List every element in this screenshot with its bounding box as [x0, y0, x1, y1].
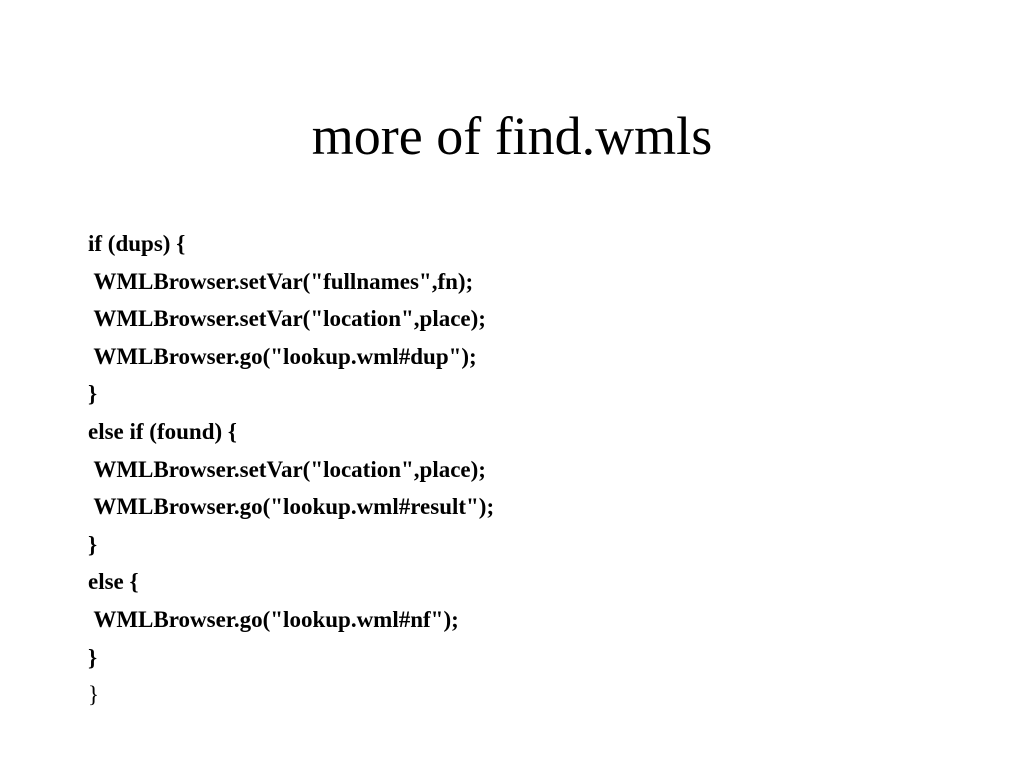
- code-line: WMLBrowser.setVar("location",place);: [88, 456, 486, 482]
- code-line: }: [88, 531, 98, 557]
- code-line: WMLBrowser.go("lookup.wml#dup");: [88, 343, 477, 369]
- code-line: WMLBrowser.go("lookup.wml#result");: [88, 494, 495, 520]
- slide-title: more of find.wmls: [311, 106, 713, 166]
- code-line: WMLBrowser.setVar("location",place);: [88, 306, 486, 332]
- code-line: }: [88, 381, 98, 407]
- code-line: }: [88, 682, 100, 708]
- code-line: }: [88, 644, 98, 670]
- code-line: else {: [88, 569, 139, 595]
- code-line: WMLBrowser.setVar("fullnames",fn);: [88, 268, 474, 294]
- code-listing: if (dups) { WMLBrowser.setVar("fullnames…: [88, 225, 968, 714]
- code-line: if (dups) {: [88, 231, 186, 256]
- code-line: else if (found) {: [88, 418, 237, 444]
- code-line: WMLBrowser.go("lookup.wml#nf");: [88, 606, 459, 632]
